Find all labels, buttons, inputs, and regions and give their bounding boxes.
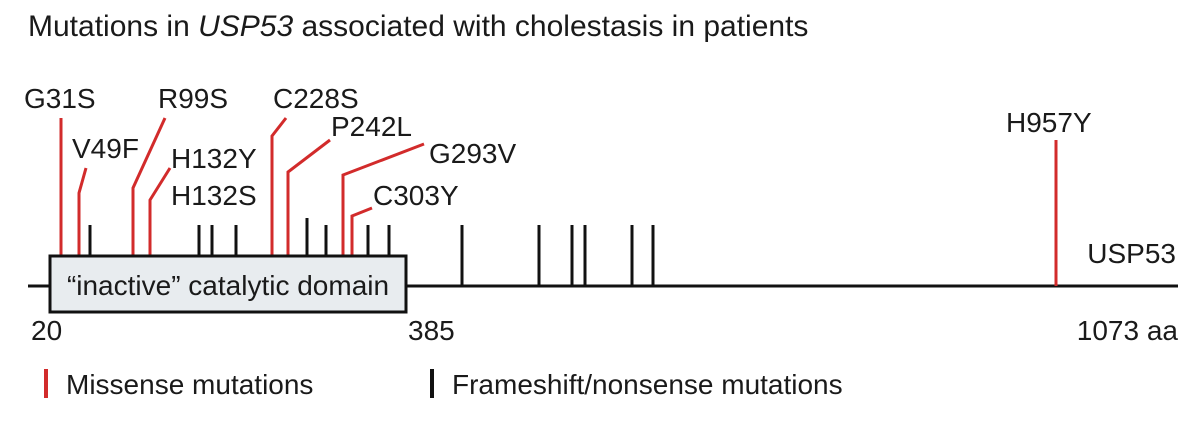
missense-line-p242l — [286, 138, 331, 258]
mutation-label-p242l: P242L — [331, 111, 412, 142]
mutation-label-h957y: H957Y — [1006, 107, 1092, 138]
missense-line-h132y — [148, 167, 172, 258]
position-label-length: 1073 aa — [1077, 315, 1179, 346]
legend-missense-label: Missense mutations — [66, 369, 313, 400]
position-label-start: 20 — [31, 315, 62, 346]
protein-name: USP53 — [1087, 238, 1176, 269]
missense-line-v49f — [77, 167, 88, 258]
missense-lines — [59, 117, 1058, 286]
mutation-label-c228s: C228S — [273, 83, 359, 114]
title-prefix: Mutations in — [28, 10, 199, 43]
mutation-label-h132s: H132S — [171, 180, 257, 211]
domain-label: “inactive” catalytic domain — [67, 270, 389, 301]
title-gene: USP53 — [198, 10, 294, 43]
title-suffix: associated with cholestasis in patients — [293, 10, 809, 43]
missense-line-g293v — [341, 142, 425, 258]
missense-line-c228s — [270, 117, 288, 258]
frameshift-ticks — [88, 218, 655, 286]
position-label-domain-end: 385 — [408, 315, 455, 346]
mutation-label-c303y: C303Y — [373, 180, 459, 211]
mutation-label-r99s: R99S — [158, 83, 228, 114]
legend-frameshift-label: Frameshift/nonsense mutations — [452, 369, 843, 400]
mutation-label-g293v: G293V — [429, 138, 516, 169]
missense-line-r99s — [131, 117, 167, 258]
mutation-label-v49f: V49F — [72, 133, 139, 164]
missense-line-c303y — [350, 206, 373, 258]
mutation-label-h132y: H132Y — [171, 143, 257, 174]
mutation-label-g31s: G31S — [24, 83, 96, 114]
catalytic-domain-box — [48, 254, 408, 314]
figure-title: Mutations in USP53 associated with chole… — [28, 10, 808, 44]
